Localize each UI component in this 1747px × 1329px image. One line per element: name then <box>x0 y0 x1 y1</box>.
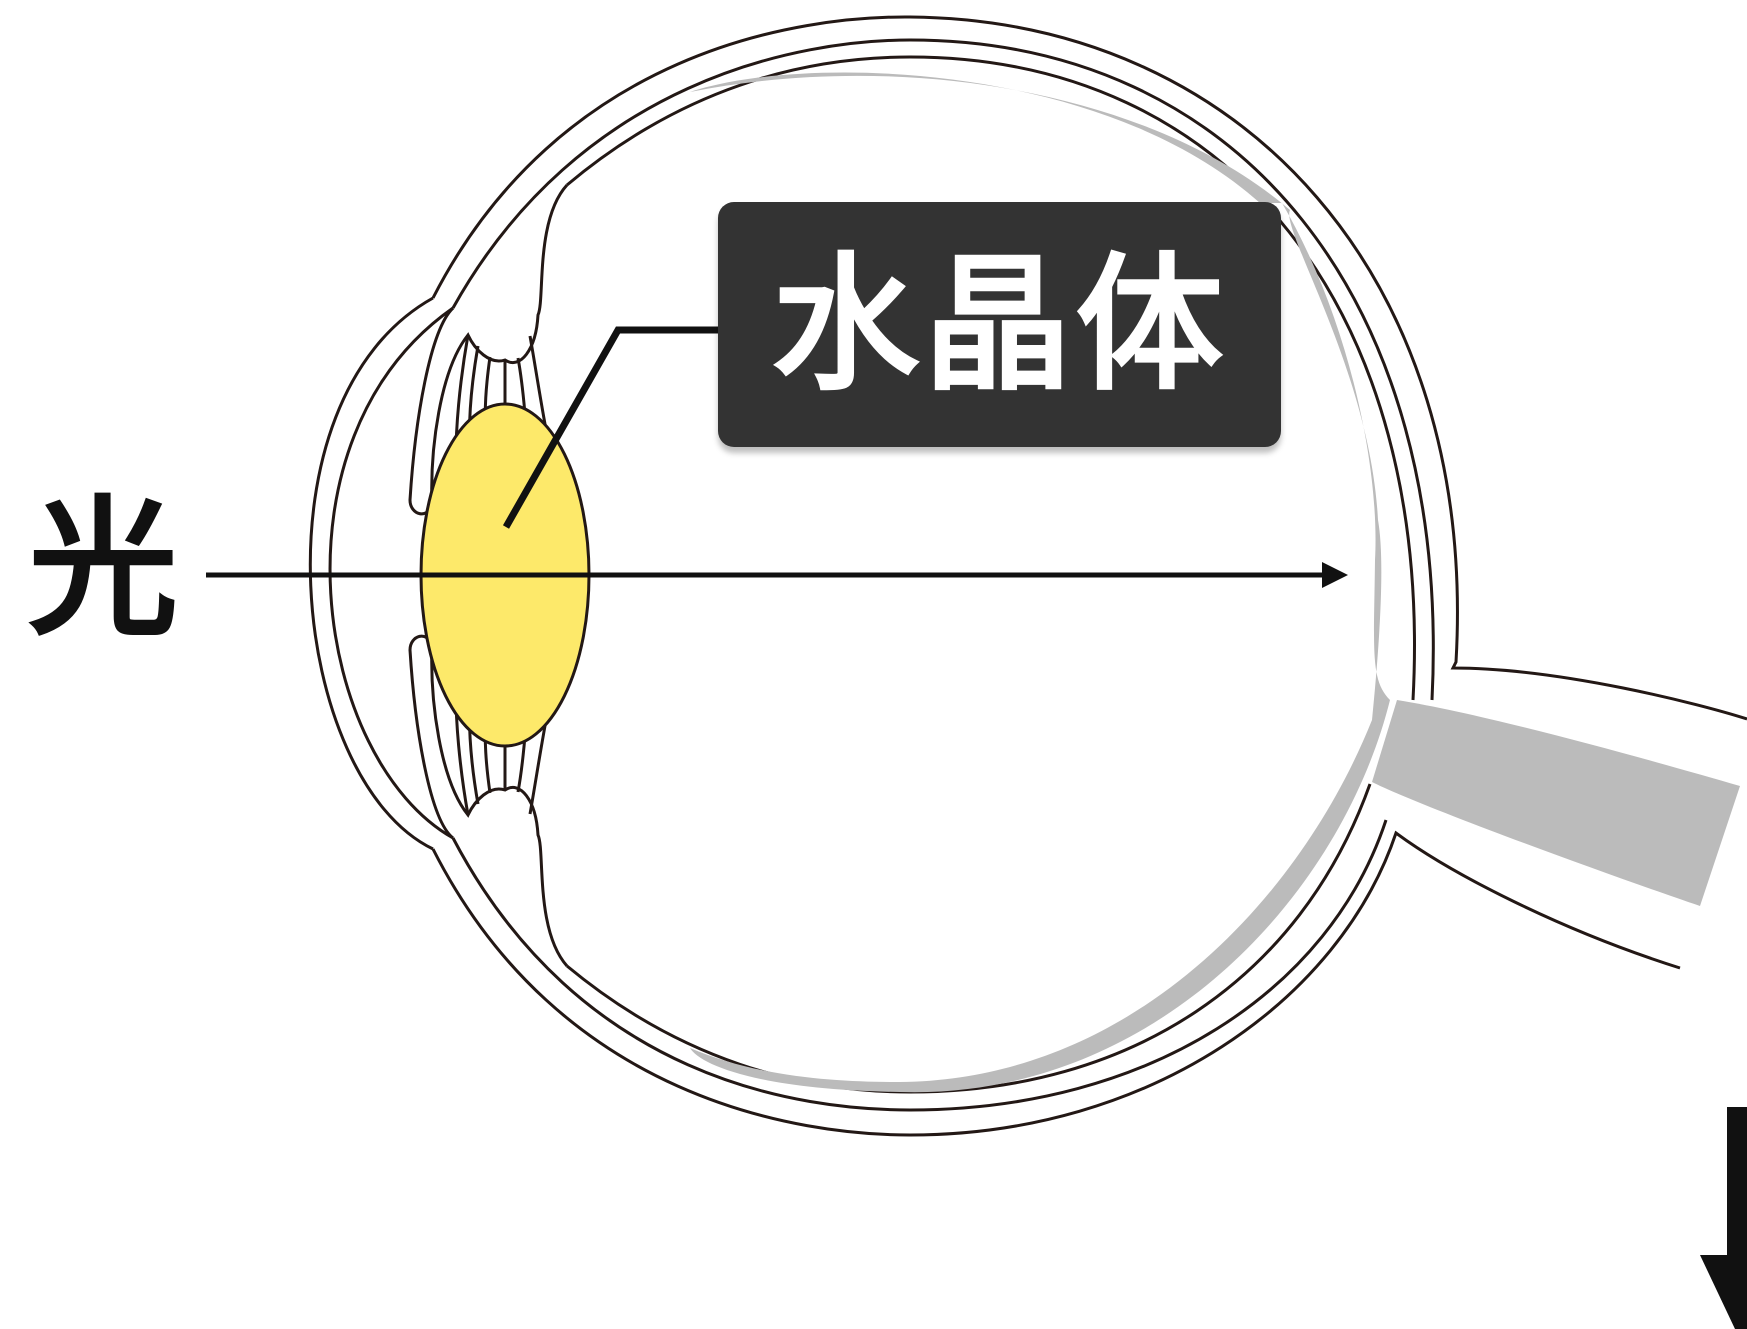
light-label: 光 <box>28 483 179 657</box>
cornea-inner <box>328 306 454 840</box>
ciliary-fibers-lower <box>454 679 550 816</box>
sclera-outer <box>431 15 1747 721</box>
optic-nerve <box>1372 700 1740 906</box>
ciliary-body-upper <box>408 183 569 516</box>
sclera-middle <box>451 38 1435 1112</box>
light-ray-arrowhead <box>1322 562 1348 588</box>
ciliary-fibers-upper <box>454 334 550 471</box>
sclera-outer-lower <box>431 830 1681 1137</box>
ciliary-body-lower <box>408 634 569 967</box>
cornea-outer <box>308 296 434 851</box>
lens-callout-label: 水晶体 <box>771 238 1228 411</box>
down-arrow-shaft <box>1727 1107 1747 1257</box>
lens-callout: 水晶体 <box>718 202 1281 447</box>
callout-leader-line <box>502 326 718 529</box>
choroid-layer <box>566 55 1416 1094</box>
down-arrow-head <box>1700 1255 1747 1329</box>
